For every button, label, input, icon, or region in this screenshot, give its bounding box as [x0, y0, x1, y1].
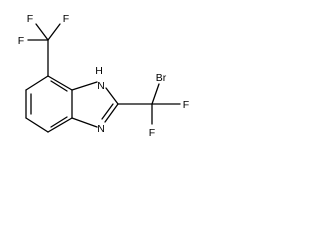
bond-nh-c2 — [105, 87, 119, 105]
atom-f-right: F — [183, 99, 189, 111]
atom-nh: H — [95, 65, 103, 77]
bond-cf3-c-f-top-left — [35, 23, 49, 41]
atom-br: Br — [156, 72, 167, 84]
bond-cf3-c-f-top-right — [47, 23, 61, 41]
bond-ring-double-bottom — [50, 116, 68, 128]
bond-c2-n3-double — [101, 103, 114, 120]
atom-f-top-left: F — [27, 13, 33, 25]
atom-n-ring-top: N — [97, 80, 105, 92]
bond-ring-c4-c3a — [47, 117, 73, 133]
bond-c-br — [151, 83, 160, 105]
atom-f-bottom: F — [149, 127, 155, 139]
bond-n3-c3a — [71, 117, 98, 128]
bond-ring-c5-c4 — [25, 117, 49, 133]
bond-c7a-nh — [71, 81, 98, 91]
chemical-structure-diagram: F F F H N N Br F F — [18, 13, 189, 139]
bond-ring-double-top — [50, 80, 68, 92]
atom-f-top-right: F — [63, 13, 69, 25]
atom-n-ring-bottom: N — [97, 123, 105, 135]
bond-ring-c7-c6 — [25, 75, 49, 91]
atom-f-left: F — [18, 35, 24, 47]
bond-c2-n3 — [104, 103, 119, 123]
bond-ring-c7a-c7 — [47, 75, 73, 91]
